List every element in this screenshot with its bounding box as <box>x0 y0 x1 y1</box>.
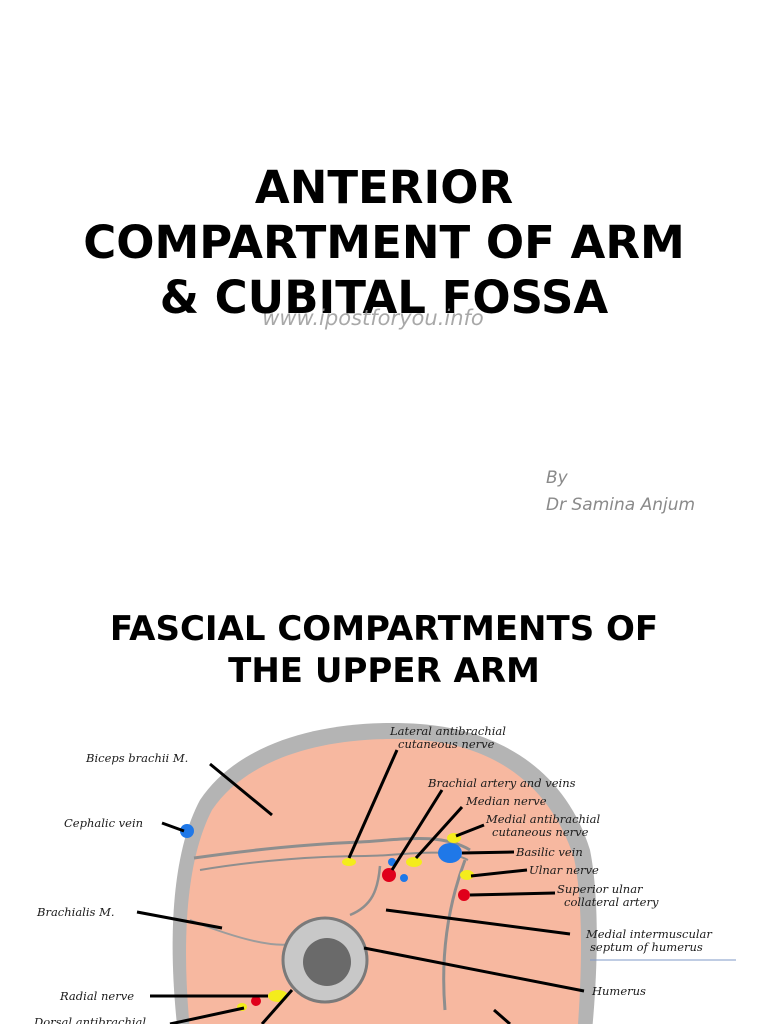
humerus-marrow <box>303 938 351 986</box>
label-lateral-antibrachial-2: cutaneous nerve <box>398 737 495 751</box>
label-medial-intermuscular: Medial intermuscular <box>585 927 713 941</box>
heading-line-2: THE UPPER ARM <box>228 651 540 691</box>
watermark-text: www.ipostforyou.info <box>262 306 484 330</box>
slide-heading: FASCIAL COMPARTMENTS OF THE UPPER ARM <box>0 608 768 692</box>
content-slide: FASCIAL COMPARTMENTS OF THE UPPER ARM <box>0 570 768 1024</box>
label-medial-intermuscular-2: septum of humerus <box>590 940 703 954</box>
byline-by: By <box>546 468 568 488</box>
label-superior-ulnar-2: collateral artery <box>564 895 659 909</box>
brachial-artery-dot <box>382 868 396 882</box>
label-brachialis: Brachialis M. <box>36 905 115 919</box>
label-humerus: Humerus <box>591 984 646 998</box>
radial-artery-dot <box>251 996 261 1006</box>
heading-line-1: FASCIAL COMPARTMENTS OF <box>109 609 659 649</box>
cephalic-vein-dot <box>180 824 194 838</box>
label-brachial-artery: Brachial artery and veins <box>427 776 576 790</box>
arm-cross-section-diagram: Lateral antibrachial cutaneous nerve Bic… <box>33 723 736 1024</box>
byline-author: Dr Samina Anjum <box>546 495 696 515</box>
slide-title: ANTERIOR COMPARTMENT OF ARM & CUBITAL FO… <box>0 160 768 325</box>
label-radial-nerve: Radial nerve <box>59 989 134 1003</box>
label-dorsal-antibrachial: Dorsal antibrachial <box>33 1015 146 1024</box>
brachial-vein-dot-2 <box>400 874 408 882</box>
septum-line <box>349 865 382 917</box>
leader-lines <box>136 749 585 1024</box>
ulnar-nerve-dot <box>460 870 474 880</box>
intermuscular-septum <box>193 837 471 860</box>
title-line-1: ANTERIOR <box>254 161 514 214</box>
title-slide: ANTERIOR COMPARTMENT OF ARM & CUBITAL FO… <box>0 160 768 519</box>
label-medial-antibrachial-2: cutaneous nerve <box>492 825 589 839</box>
label-superior-ulnar: Superior ulnar <box>557 882 644 896</box>
label-median-nerve: Median nerve <box>465 794 547 808</box>
medial-septum <box>442 859 467 1011</box>
title-line-3: & CUBITAL FOSSA <box>159 271 609 324</box>
basilic-vein-dot <box>438 843 462 863</box>
label-lateral-antibrachial: Lateral antibrachial <box>389 724 506 738</box>
label-ulnar-nerve: Ulnar nerve <box>529 863 599 877</box>
label-medial-antibrachial: Medial antibrachial <box>485 812 600 826</box>
fascia-band <box>199 851 469 871</box>
lateral-antibrachial-nerve-dot <box>342 858 356 866</box>
title-line-2: COMPARTMENT OF ARM <box>83 216 685 269</box>
author-byline: By Dr Samina Anjum <box>546 465 695 519</box>
median-nerve-dot <box>406 857 422 867</box>
superior-ulnar-artery-dot <box>458 889 470 901</box>
label-basilic-vein: Basilic vein <box>515 845 583 859</box>
label-biceps-brachii: Biceps brachii M. <box>85 751 188 765</box>
label-cephalic-vein: Cephalic vein <box>64 816 143 830</box>
